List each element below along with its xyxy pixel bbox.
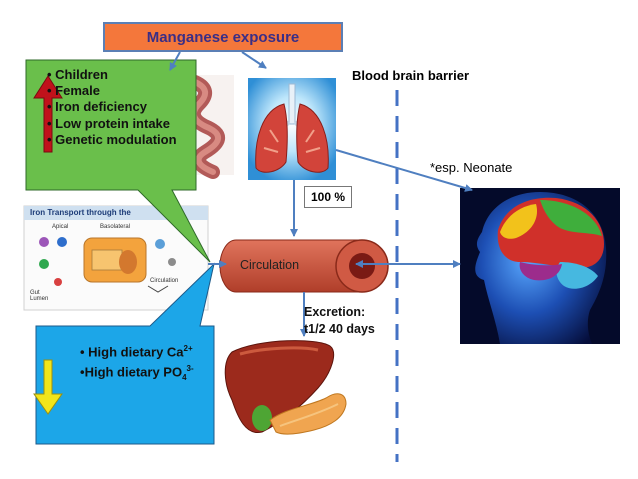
- arrow-exposure-to-lungs: [241, 51, 267, 69]
- iron-transport-image: [23, 205, 209, 311]
- excretion-label: Excretion: t1/2 40 days: [304, 304, 375, 338]
- excretion-half-life: t1/2 40 days: [304, 322, 375, 336]
- risk-factor-item: • Iron deficiency: [47, 99, 147, 115]
- lungs-image: [248, 78, 336, 180]
- protective-factor-item: •High dietary PO43-: [80, 364, 194, 383]
- risk-factor-item: • Low protein intake: [47, 115, 171, 131]
- absorption-percent-box: 100 %: [304, 186, 352, 208]
- brain-head-image: [460, 188, 620, 344]
- liver-image: [218, 334, 352, 456]
- blood-brain-barrier-label: Blood brain barrier: [352, 68, 470, 83]
- iron-label-gut-lumen: Gut Lumen: [30, 290, 49, 302]
- iron-label-basolateral: Basolateral: [100, 224, 131, 230]
- neonate-label: *esp. Neonate: [430, 160, 513, 175]
- circulation-label: Circulation: [240, 258, 300, 272]
- risk-factors-list: • Children • Female • Iron deficiency • …: [47, 67, 192, 148]
- arrow-lungs-to-brain: [335, 149, 473, 192]
- risk-factor-item: • Children: [47, 67, 108, 82]
- protective-factors-list: • High dietary Ca2+ •High dietary PO43-: [80, 340, 210, 386]
- manganese-exposure-title: Manganese exposure: [103, 22, 343, 52]
- risk-factor-item: • Genetic modulation: [47, 131, 177, 147]
- arrow-exposure-to-intestine: [169, 51, 181, 71]
- protective-factor-item: • High dietary Ca2+: [80, 344, 193, 360]
- decrease-arrow-icon: [33, 359, 63, 415]
- iron-label-apical: Apical: [52, 224, 69, 230]
- increase-arrow-icon: [33, 75, 63, 153]
- risk-factors-callout: [25, 59, 211, 263]
- protective-factors-callout: [35, 262, 215, 445]
- excretion-line-1: Excretion:: [304, 305, 366, 319]
- iron-transport-title: Iron Transport through the: [30, 208, 131, 217]
- iron-label-circulation: Circulation: [150, 278, 179, 284]
- risk-factor-item: • Female: [47, 83, 100, 99]
